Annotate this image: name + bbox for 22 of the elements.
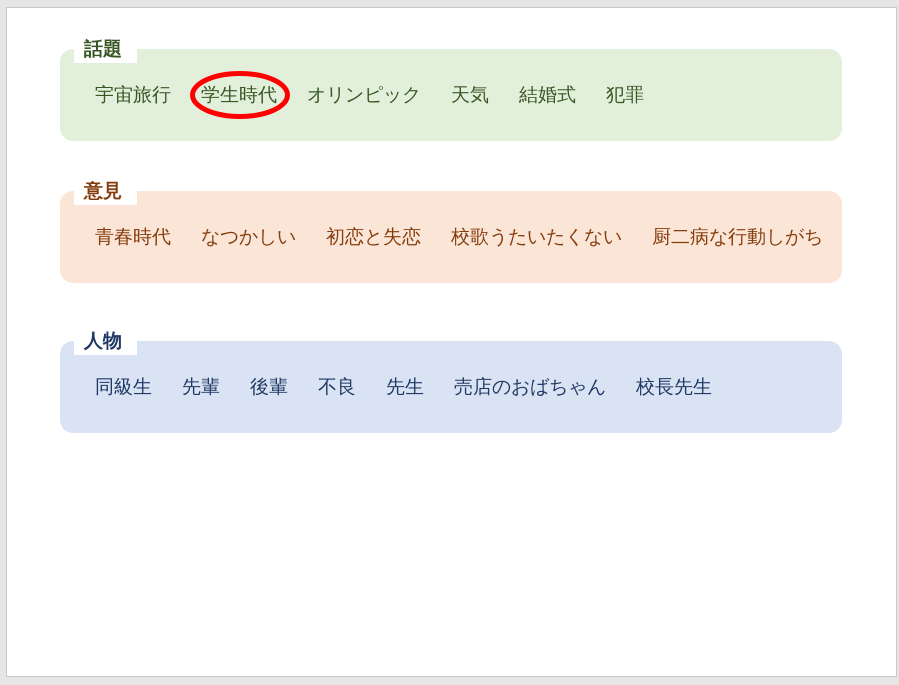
keyword: 犯罪 xyxy=(606,83,644,107)
panel-heading: 人物 xyxy=(74,328,137,355)
panel-heading: 意見 xyxy=(74,178,137,205)
keyword: なつかしい xyxy=(201,225,296,249)
keyword: 学生時代 xyxy=(201,83,277,107)
keyword: 厨二病な行動しがち xyxy=(652,225,823,249)
keyword: 不良 xyxy=(318,375,356,399)
keyword: オリンピック xyxy=(307,83,421,107)
keyword: 青春時代 xyxy=(95,225,171,249)
keyword: 売店のおばちゃん xyxy=(454,375,606,399)
keyword: 先輩 xyxy=(182,375,220,399)
keyword: 先生 xyxy=(386,375,424,399)
keyword: 同級生 xyxy=(95,375,152,399)
keyword: 初恋と失恋 xyxy=(326,225,421,249)
keyword: 校歌うたいたくない xyxy=(451,225,622,249)
panel-heading: 話題 xyxy=(74,36,137,63)
keyword: 天気 xyxy=(451,83,489,107)
keyword: 結婚式 xyxy=(519,83,576,107)
circled-word xyxy=(190,71,290,119)
keyword: 宇宙旅行 xyxy=(95,83,171,107)
keyword: 後輩 xyxy=(250,375,288,399)
keyword: 校長先生 xyxy=(636,375,712,399)
